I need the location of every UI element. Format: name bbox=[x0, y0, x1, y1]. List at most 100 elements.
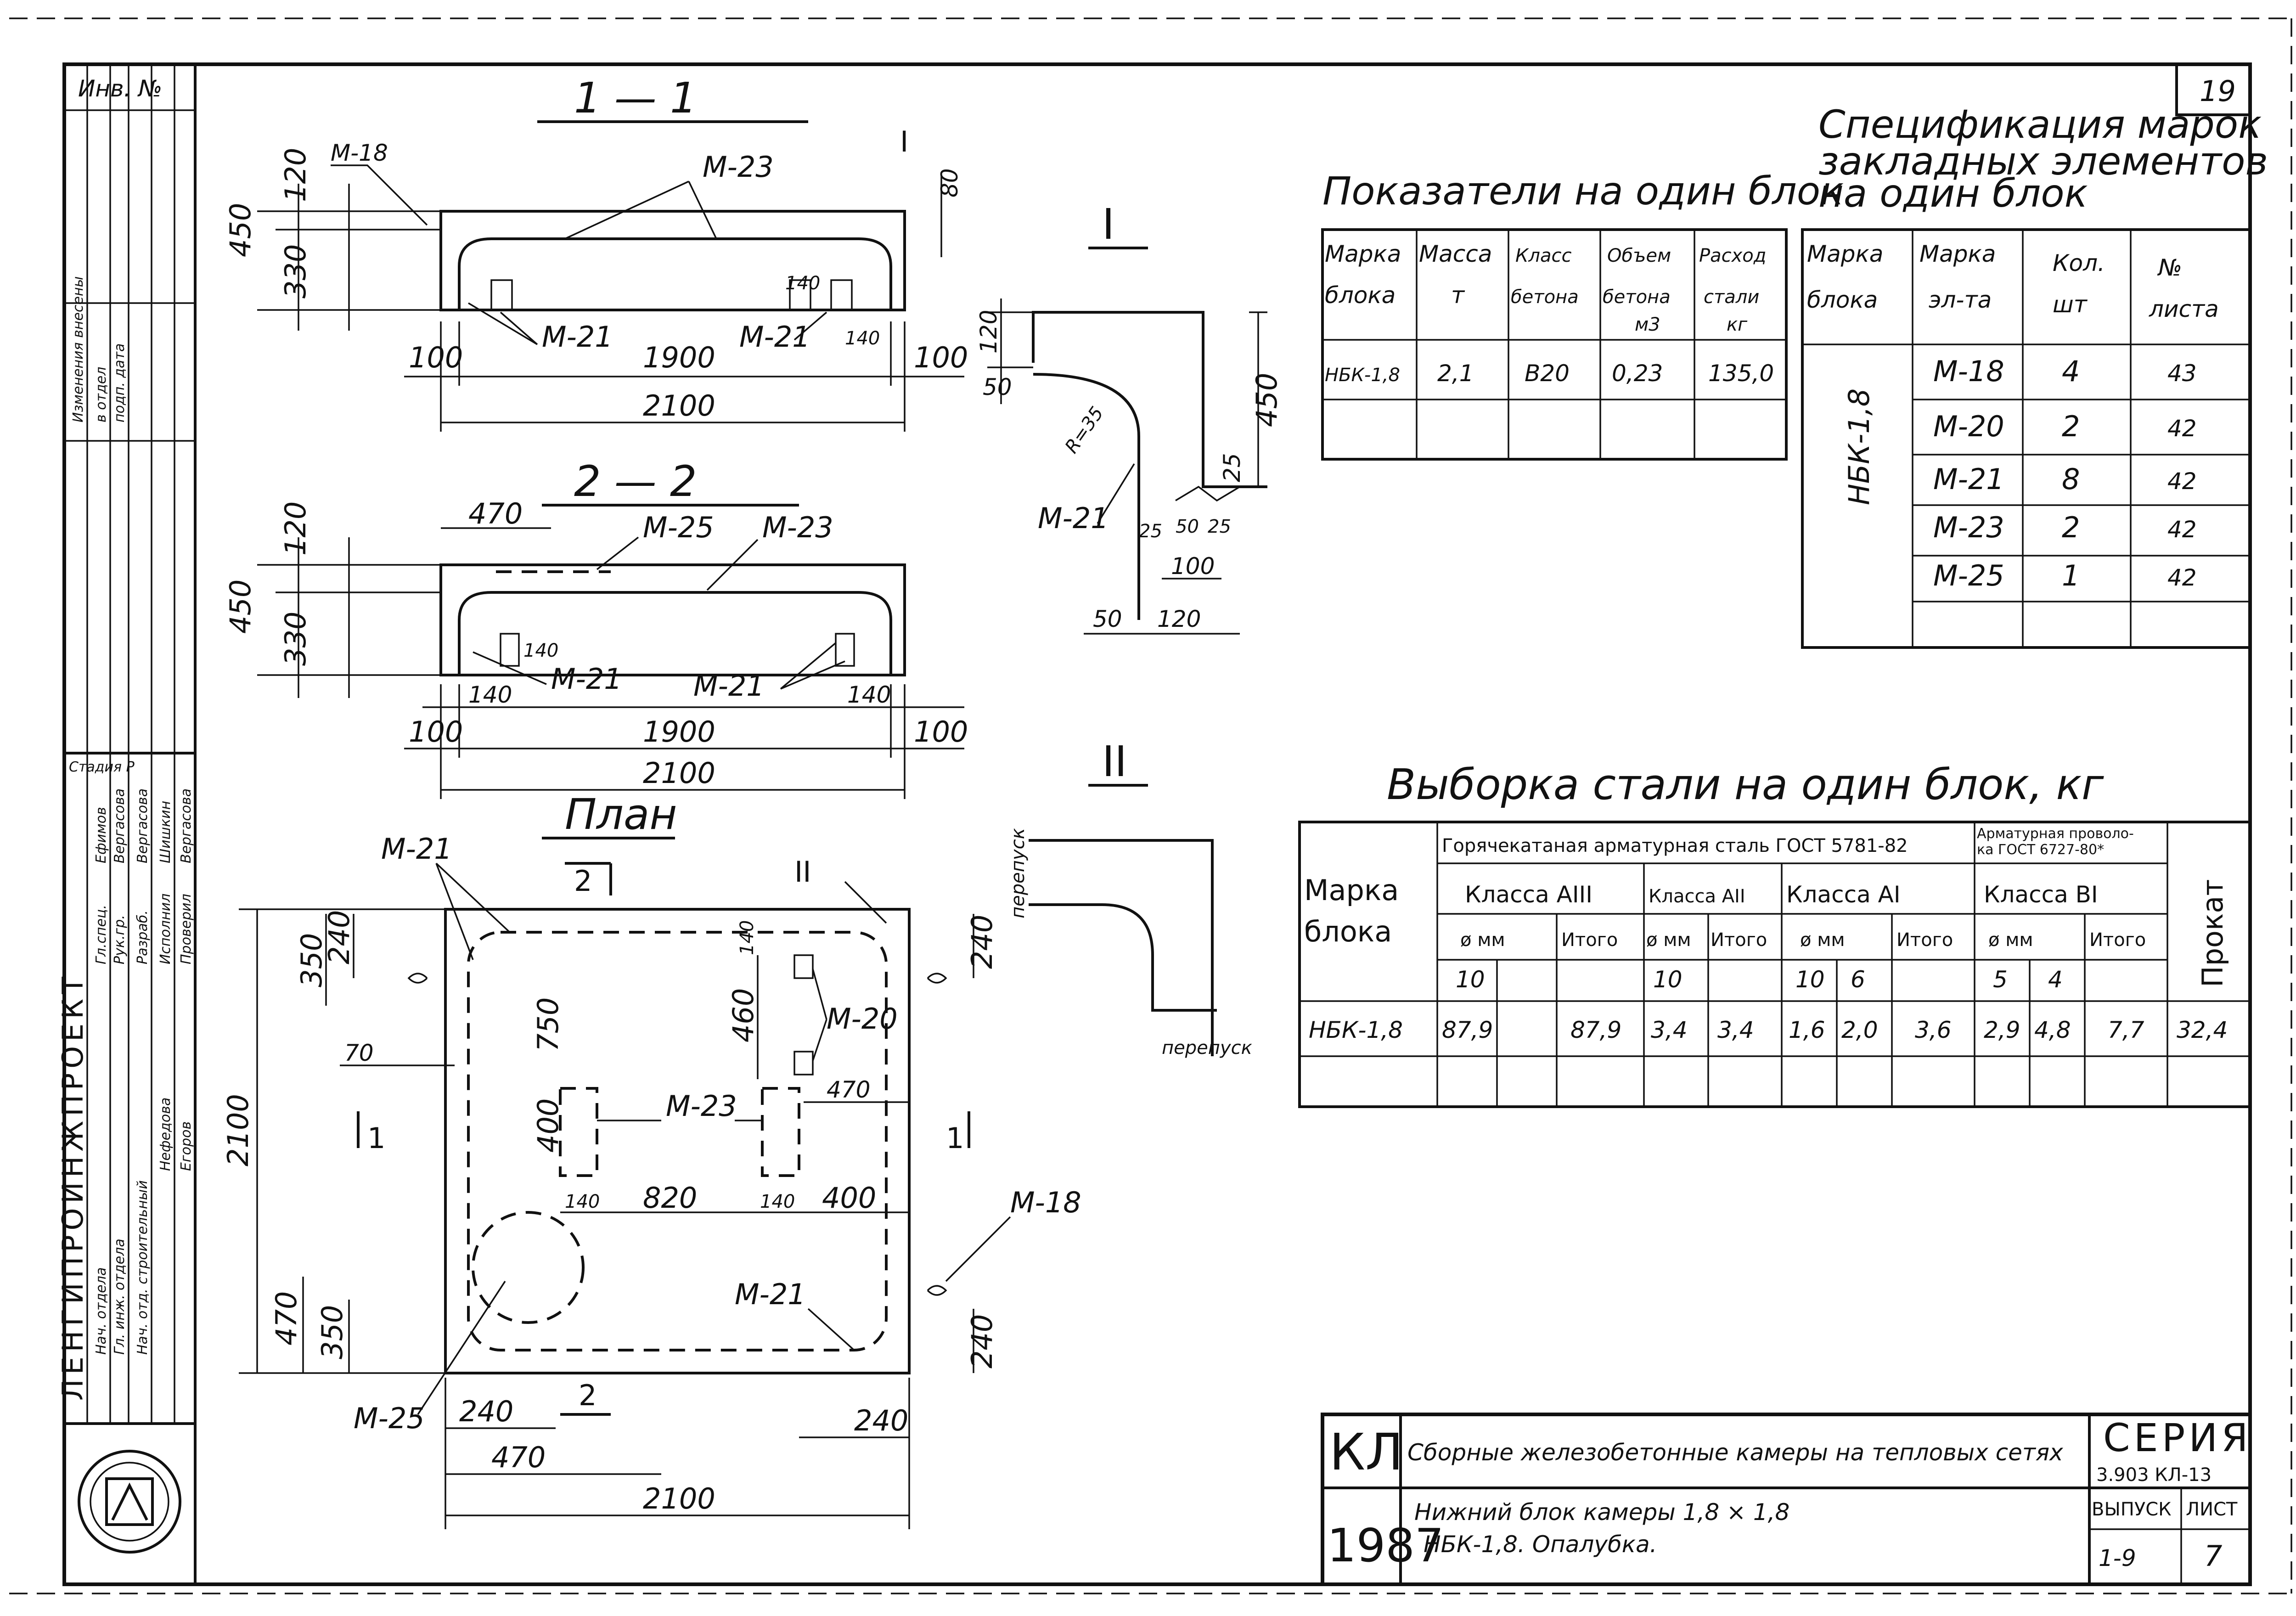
spec-title-2: закладных элементов bbox=[1818, 139, 2268, 184]
spec-h-block-1: Марка bbox=[1807, 241, 1883, 267]
detail-I-bar bbox=[1033, 373, 1140, 620]
steel-h-class-a3: Класса АIII bbox=[1465, 881, 1593, 908]
strip-dept-2: Гл. инж. отдела bbox=[112, 1239, 128, 1355]
ind-h-class-1: Класс bbox=[1515, 245, 1571, 266]
d1-dim-50: 50 bbox=[983, 374, 1012, 400]
spec-row-5-sheet: 42 bbox=[2167, 564, 2197, 591]
plan-dim-820: 820 bbox=[643, 1181, 697, 1215]
strip-dept-5: Егоров bbox=[178, 1121, 194, 1171]
spec-row-4-el: М-23 bbox=[1933, 511, 2004, 544]
detail-II-title: II bbox=[1102, 737, 1127, 786]
plan-dim-70: 70 bbox=[344, 1040, 374, 1066]
d2-label-perepusk-2: перепуск bbox=[1162, 1037, 1252, 1059]
plan-dim-2100-h: 2100 bbox=[643, 1482, 715, 1515]
steel-h-dmm-4: ø мм bbox=[1988, 929, 2033, 951]
d1-dim-120: 120 bbox=[975, 310, 1002, 354]
stage-label: Стадия Р bbox=[69, 759, 135, 775]
steel-d-a2: 10 bbox=[1653, 966, 1683, 993]
plan-dim-140-b: 140 bbox=[760, 1191, 795, 1212]
steel-title: Выборка стали на один блок, кг bbox=[1387, 760, 2104, 809]
plan-dim-240-bottom-right: 240 bbox=[854, 1404, 908, 1437]
steel-h-total-1: Итого bbox=[1561, 929, 1618, 951]
spec-row-3-sheet: 42 bbox=[2167, 468, 2197, 495]
ind-h-steel-2: стали bbox=[1704, 287, 1759, 308]
steel-row-a3-total: 87,9 bbox=[1570, 1017, 1621, 1043]
d1-dim-120-b: 120 bbox=[1157, 606, 1201, 632]
spec-h-sheet-2: листа bbox=[2149, 296, 2219, 322]
strip-name-1: Ефимов bbox=[93, 807, 109, 863]
strip-role-4: Исполнил bbox=[158, 894, 174, 964]
spec-h-sheet-1: № bbox=[2157, 254, 2182, 281]
steel-h-dmm-1: ø мм bbox=[1460, 929, 1505, 951]
spec-row-1-el: М-18 bbox=[1933, 355, 2004, 388]
s1-dim-140-h: 140 bbox=[845, 328, 880, 349]
spec-row-1-qty: 4 bbox=[2062, 355, 2080, 388]
steel-row-b1-4: 4,8 bbox=[2034, 1017, 2071, 1043]
plan-dim-400-v: 400 bbox=[531, 1098, 565, 1153]
spec-row-2-qty: 2 bbox=[2062, 410, 2080, 443]
plan-dim-750: 750 bbox=[531, 997, 565, 1052]
s2-label-m21-right: М-21 bbox=[693, 669, 765, 703]
s2-dim-140-left: 140 bbox=[468, 681, 512, 708]
steel-h-class-a1: Класса АI bbox=[1786, 881, 1901, 908]
title-year: 1987 bbox=[1327, 1519, 1444, 1572]
plan-dim-2100-v: 2100 bbox=[221, 1094, 255, 1166]
sheet-number-box bbox=[2175, 63, 2251, 116]
organization-logo bbox=[78, 1450, 181, 1554]
title-sheet-label: ЛИСТ bbox=[2186, 1499, 2238, 1520]
ind-cell-class: В20 bbox=[1525, 360, 1570, 387]
strip-role-3: Разраб. bbox=[135, 910, 151, 964]
d1-dim-25-c: 25 bbox=[1208, 516, 1231, 537]
ind-cell-vol: 0,23 bbox=[1612, 360, 1663, 387]
s2-dim-100-left: 100 bbox=[409, 715, 463, 749]
strip-misc-3: подп. дата bbox=[112, 343, 128, 422]
plan-outline bbox=[444, 908, 911, 1374]
s2-dim-140-right: 140 bbox=[847, 681, 891, 708]
strip-misc-1: Изменения внесены bbox=[70, 276, 86, 422]
plan-cut-1-left: 1 bbox=[367, 1121, 385, 1155]
spec-h-qty-1: Кол. bbox=[2053, 250, 2105, 276]
strip-role-5: Проверил bbox=[178, 894, 194, 964]
spec-row-2-sheet: 42 bbox=[2167, 415, 2197, 442]
s1-label-m21-right: М-21 bbox=[739, 320, 810, 354]
spec-row-3-qty: 8 bbox=[2062, 462, 2080, 496]
title-sheet: 7 bbox=[2204, 1539, 2222, 1573]
detail-I: I 120 50 R=35 450 25 25 50 25 100 50 120… bbox=[975, 200, 1283, 635]
spec-title-3: на один блок bbox=[1818, 171, 2088, 216]
left-title-strip: Инв. № ЛЕНГИПРОИНЖПРОЕКТ Нач. отдела Гл.… bbox=[56, 63, 197, 1586]
title-desc-1: Сборные железобетонные камеры на тепловы… bbox=[1407, 1439, 2063, 1466]
s1-label-m23: М-23 bbox=[703, 150, 774, 184]
steel-h-mark-1: Марка bbox=[1304, 873, 1399, 907]
d2-label-perepusk-1: перепуск bbox=[1007, 828, 1029, 918]
d1-radius: R=35 bbox=[1061, 403, 1108, 457]
ind-h-steel-1: Расход bbox=[1699, 245, 1766, 266]
s2-label-m25: М-25 bbox=[643, 511, 714, 544]
s1-dim-100-right: 100 bbox=[914, 341, 968, 374]
steel-d-b1-4: 4 bbox=[2048, 966, 2063, 993]
plan-rebar-contour bbox=[467, 931, 888, 1351]
steel-h-prokat: Прокат bbox=[2196, 879, 2229, 987]
s1-label-m18: М-18 bbox=[331, 140, 388, 166]
strip-role-1: Гл.спец. bbox=[93, 905, 109, 964]
steel-h-class-b1: Класса ВI bbox=[1984, 881, 2098, 908]
steel-row-a2-10: 3,4 bbox=[1651, 1017, 1688, 1043]
detail-II: II перепуск перепуск bbox=[1007, 737, 1252, 1059]
ind-h-vol-3: м3 bbox=[1635, 314, 1660, 335]
s2-dim-2100: 2100 bbox=[643, 756, 715, 790]
plan-cut-2-bottom: 2 bbox=[579, 1379, 597, 1412]
s2-label-m23: М-23 bbox=[762, 511, 833, 544]
ind-h-mark-1: Марка bbox=[1325, 241, 1401, 267]
plan-dim-240-right-bottom: 240 bbox=[965, 1314, 999, 1368]
indicators-title: Показатели на один блок bbox=[1322, 169, 1844, 214]
s1-dim-330: 330 bbox=[279, 244, 312, 298]
s2-dim-1900: 1900 bbox=[643, 715, 715, 749]
s2-dim-450: 450 bbox=[224, 580, 257, 634]
steel-h-total-2: Итого bbox=[1711, 929, 1767, 951]
ind-h-vol-2: бетона bbox=[1603, 287, 1671, 308]
s1-label-m21-left: М-21 bbox=[542, 320, 613, 354]
d1-dim-50-c: 50 bbox=[1093, 606, 1122, 632]
d1-dim-100: 100 bbox=[1171, 553, 1215, 580]
plan-opening bbox=[472, 1211, 585, 1324]
d1-label-m21: М-21 bbox=[1038, 501, 1109, 535]
